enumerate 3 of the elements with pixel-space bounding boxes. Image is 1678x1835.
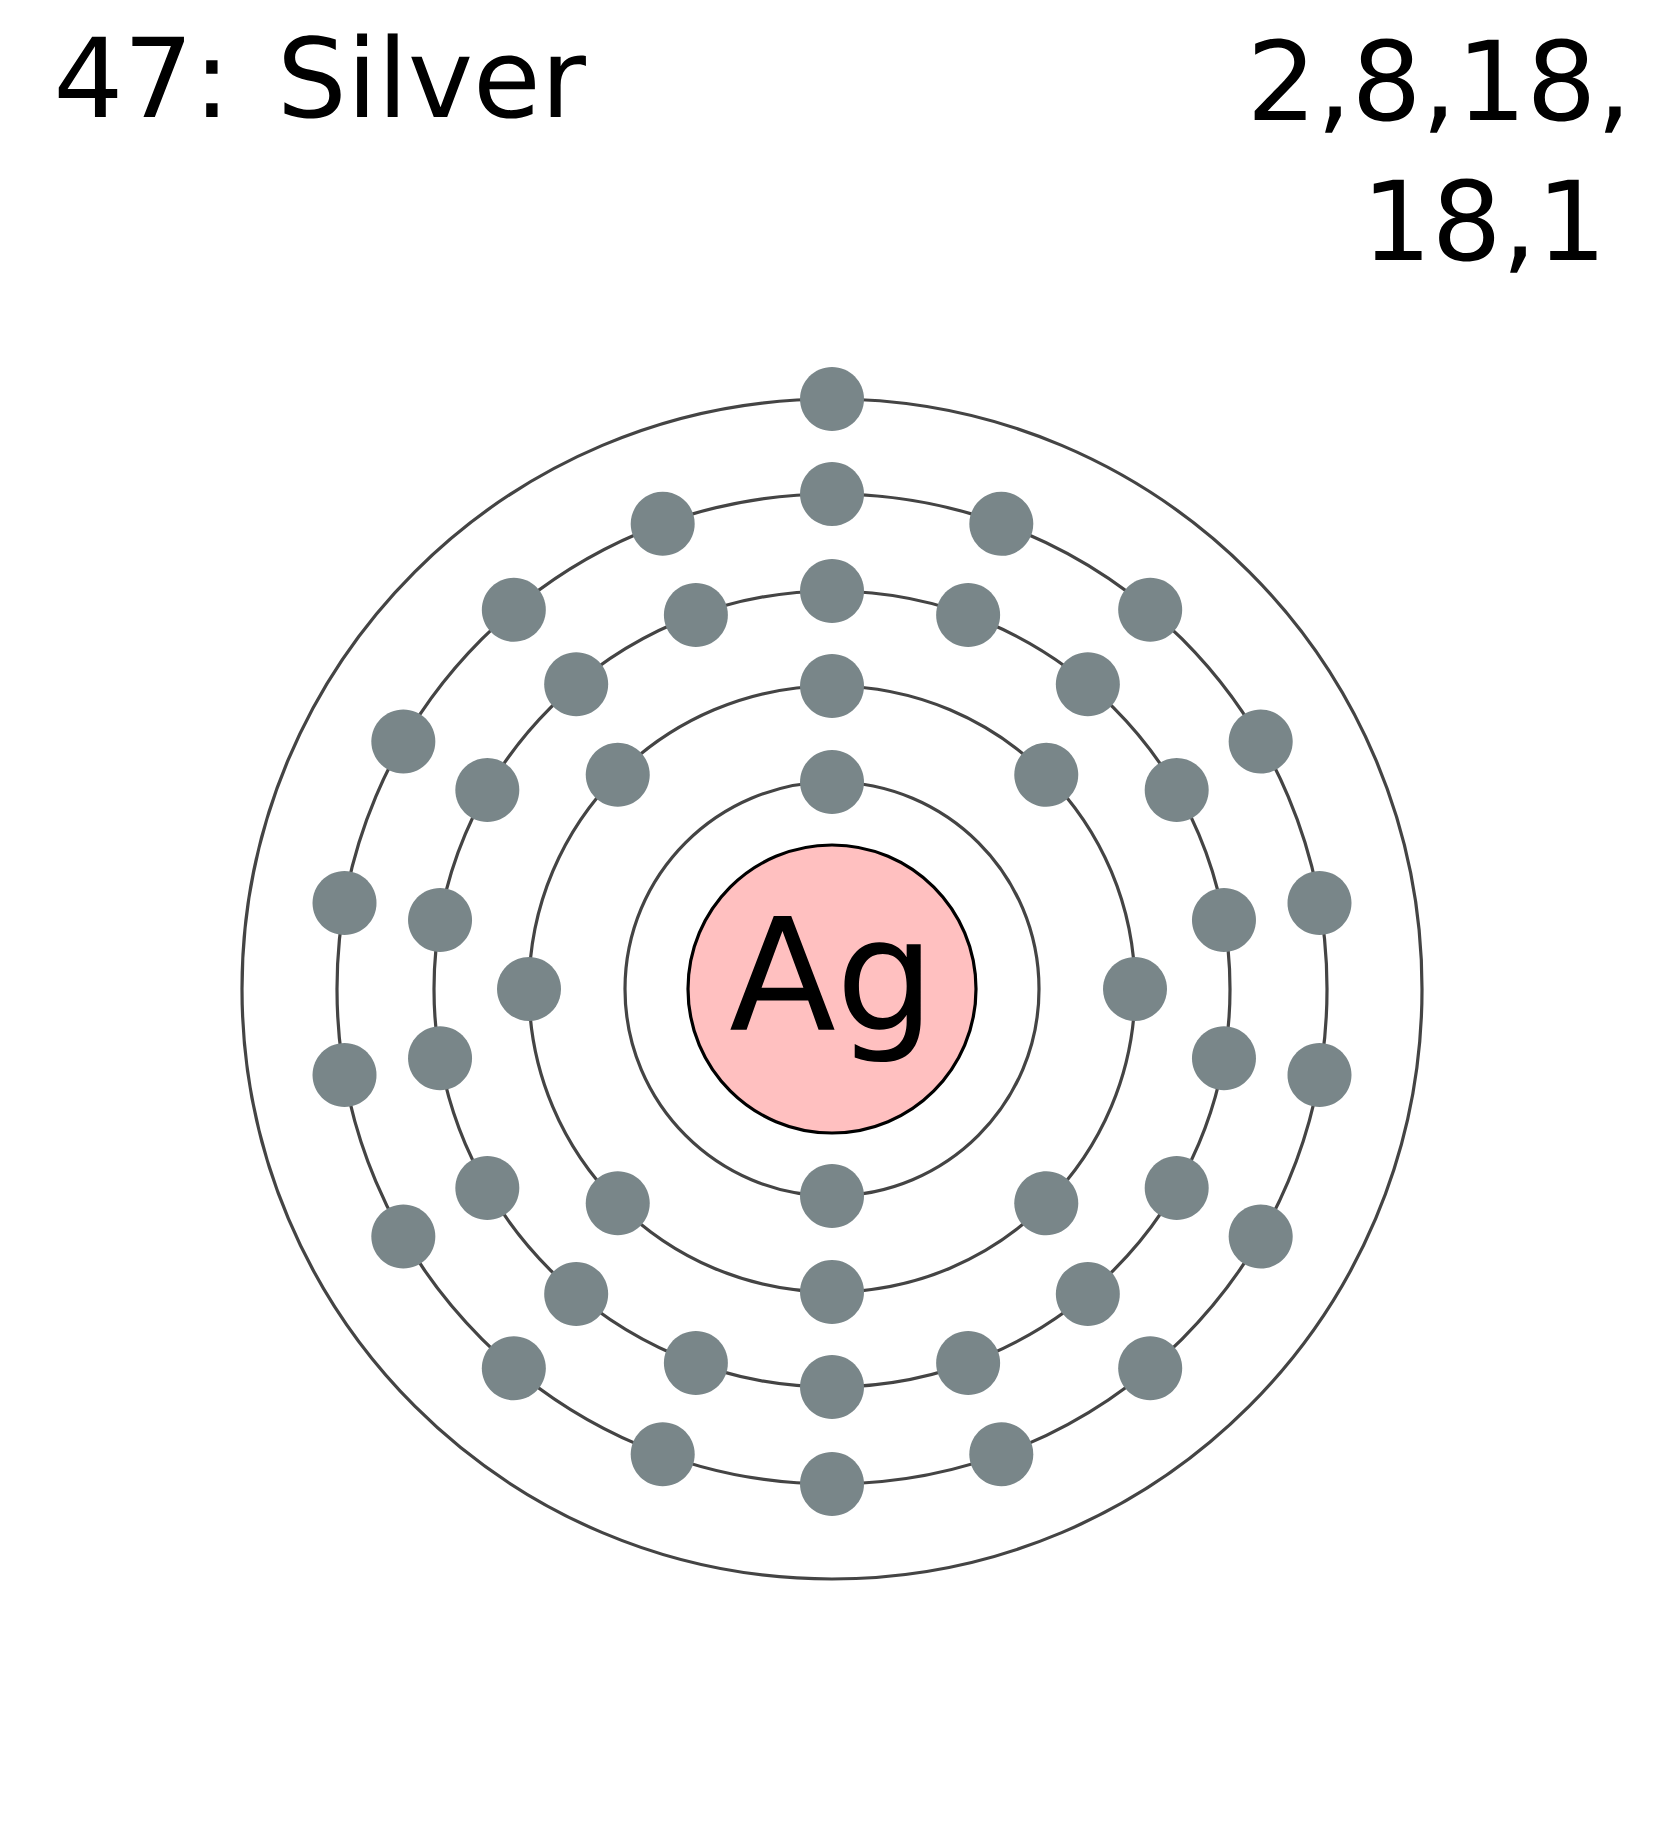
title: 47: Silver xyxy=(58,33,586,119)
nucleus: Ag xyxy=(686,843,978,1135)
electron-configuration: 2,8,18, 18,1 xyxy=(1254,38,1621,273)
